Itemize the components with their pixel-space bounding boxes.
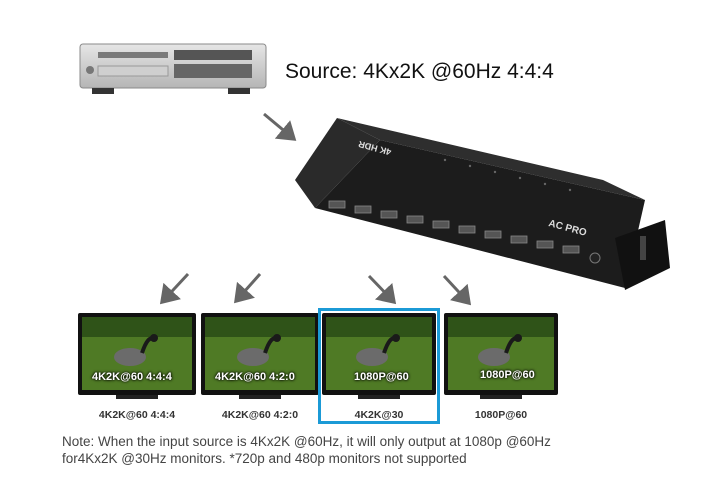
monitor-3: 1080P@60 bbox=[322, 313, 440, 403]
arrow-source-to-splitter bbox=[263, 112, 297, 141]
dvd-player-icon bbox=[79, 43, 267, 94]
monitor-1: 4K2K@60 4:4:4 bbox=[78, 313, 196, 403]
note-line-2: for4Kx2K @30Hz monitors. *720p and 480p … bbox=[62, 451, 467, 466]
monitor-caption: 1080P@60 bbox=[474, 409, 528, 421]
monitor-2: 4K2K@60 4:2:0 bbox=[201, 313, 319, 403]
monitor-screen-label: 4K2K@60 4:2:0 bbox=[215, 371, 295, 383]
monitor-screen-label: 1080P@60 bbox=[354, 371, 409, 383]
monitor-caption: 4K2K@30 bbox=[354, 409, 404, 421]
monitor-screen-label: 1080P@60 bbox=[480, 369, 535, 381]
source-label: Source: 4Kx2K @60Hz 4:4:4 bbox=[285, 60, 554, 83]
monitor-icon bbox=[444, 313, 558, 399]
note-line-1: Note: When the input source is 4Kx2K @60… bbox=[62, 434, 551, 449]
monitor-screen-label: 4K2K@60 4:4:4 bbox=[92, 371, 172, 383]
monitor-caption: 4K2K@60 4:4:4 bbox=[98, 409, 176, 421]
monitor-icon bbox=[322, 313, 436, 399]
monitor-caption: 4K2K@60 4:2:0 bbox=[221, 409, 299, 421]
monitor-4: 1080P@60 bbox=[444, 313, 562, 403]
compatibility-note: Note: When the input source is 4Kx2K @60… bbox=[62, 433, 551, 467]
arrow-to-monitor-3 bbox=[367, 274, 397, 305]
highlight-frame bbox=[318, 308, 440, 424]
monitor-icon bbox=[78, 313, 196, 399]
hdmi-splitter-device bbox=[295, 118, 670, 290]
arrow-to-monitor-4 bbox=[442, 274, 472, 306]
monitor-icon bbox=[201, 313, 319, 399]
arrow-to-monitor-1 bbox=[159, 272, 190, 305]
arrow-to-monitor-2 bbox=[234, 273, 262, 304]
